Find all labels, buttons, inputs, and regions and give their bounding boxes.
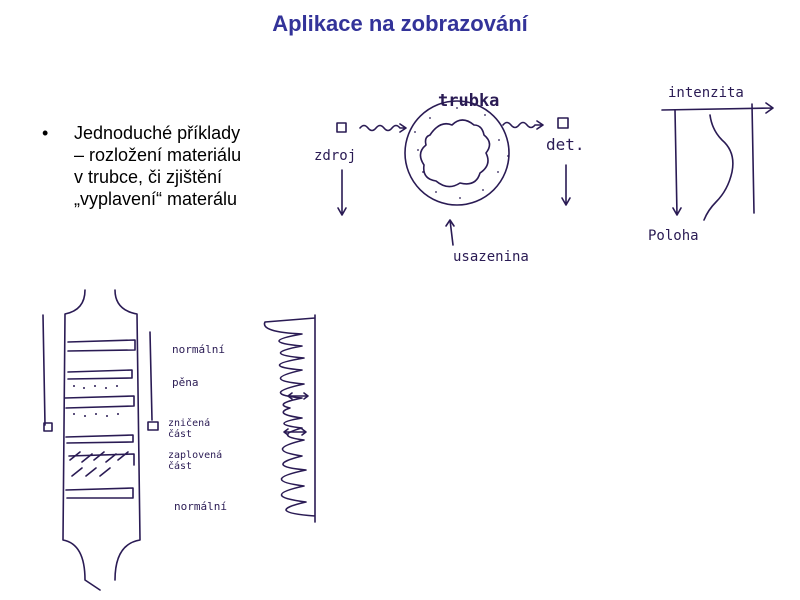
intensity-profile-curve (703, 114, 734, 221)
flooded-hatch (69, 451, 129, 477)
detector-box (557, 117, 569, 129)
detector-down-arrow (561, 164, 571, 206)
label-flooded: zaplovená část (168, 450, 223, 472)
label-destroyed: zničená část (168, 418, 211, 440)
column-bars (64, 339, 136, 499)
measurement-bracket (149, 331, 153, 421)
source-down-arrow (337, 169, 347, 216)
tube-speckle (414, 107, 509, 199)
source-marker (43, 422, 53, 432)
scan-arrow-1 (287, 392, 309, 400)
source-marker-line (42, 314, 46, 426)
tube-label: trubka (438, 91, 499, 111)
tube-wave-arrow (502, 120, 544, 130)
tube-outer (404, 100, 510, 206)
bullet-list: • Jednoduché příklady – rozložení materi… (40, 122, 300, 210)
scan-arrow-2 (283, 428, 307, 436)
deposit-inner (419, 119, 491, 188)
deposit-label: usazenina (453, 249, 529, 265)
position-label: Poloha (648, 228, 699, 244)
position-axis (672, 109, 682, 216)
label-normal-bottom: normální (174, 500, 227, 513)
bullet-item: • Jednoduché příklady – rozložení materi… (40, 122, 300, 210)
profile-sketch: intenzita Poloha (648, 85, 774, 244)
bullet-dot: • (42, 123, 49, 143)
foam-dots (73, 385, 119, 417)
source-box (336, 122, 347, 133)
source-label: zdroj (314, 148, 356, 164)
column-sketch: normální pěna zničená část zaplovená čás… (42, 289, 316, 591)
deposit-pointer (445, 219, 455, 246)
detector-label: det. (546, 135, 585, 154)
intensity-axis (661, 102, 774, 114)
intensity-label: intenzita (668, 85, 744, 101)
right-bound-line (751, 103, 755, 214)
slide-title: Aplikace na zobrazování (272, 11, 528, 36)
label-foam: pěna (172, 376, 199, 389)
scan-profile-curve (263, 314, 316, 523)
bullet-text: Jednoduché příklady – rozložení materiál… (74, 123, 242, 209)
source-wave-arrow (359, 123, 407, 133)
label-normal-top: normální (172, 343, 225, 356)
column-outline (62, 289, 141, 591)
detector-marker (147, 421, 159, 431)
pipe-sketch: trubka zdroj det. usazenina (314, 91, 585, 265)
